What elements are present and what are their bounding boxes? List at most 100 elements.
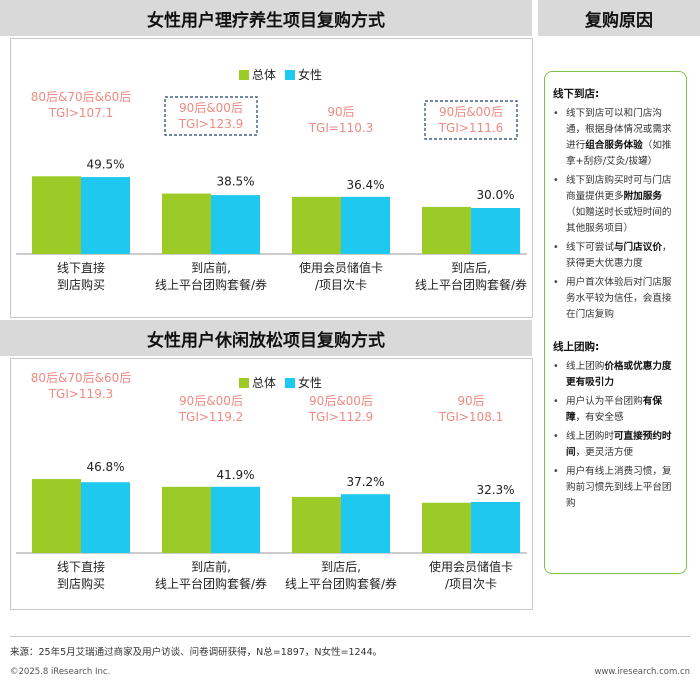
legend-label-total: 总体 <box>252 68 276 82</box>
reason-text: 用户有线上消费习惯，复购前习惯先到线上平台团购 <box>566 466 672 509</box>
category-label-line1: 到店后, <box>321 560 361 574</box>
category-label-line1: 到店前, <box>191 260 231 275</box>
bar-group: 36.4% 90后 TGI=110.3 使用会员储值卡/项目次卡 <box>292 105 390 292</box>
chart1-header: 女性用户理疗养生项目复购方式 <box>0 0 532 36</box>
bar-total <box>32 176 81 254</box>
reason-emphasis: 可直接预约时间 <box>566 431 672 458</box>
legend-label-female: 女性 <box>298 375 322 390</box>
reason-item: 线下到店购买时可与门店商量提供更多附加服务 （如赠送时长或短时间的其他服务项目） <box>553 173 680 237</box>
chart1-title: 女性用户理疗养生项目复购方式 <box>147 10 385 31</box>
bar-female <box>81 177 130 254</box>
tgi-value-label: TGI>108.1 <box>438 410 504 424</box>
value-label: 49.5% <box>86 157 124 171</box>
bar-female <box>471 501 520 553</box>
source-note: 来源：25年5月艾瑞通过商家及用户访谈、问卷调研获得，N总=1897，N女性=1… <box>10 647 383 658</box>
tgi-group-label: 90后&00后 <box>309 394 373 408</box>
reason-emphasis: 价格或优惠力度更有吸引力 <box>566 361 672 388</box>
reason-item: 线下到店可以和门店沟通，根据身体情况或需求进行组合服务体验（如推拿+刮痧/艾灸/… <box>553 106 680 170</box>
copyright: ©2025.8 iResearch Inc. <box>10 667 111 677</box>
category-label-line1: 使用会员储值卡 <box>429 559 513 574</box>
reason-item: 线上团购时可直接预约时间，更灵活方便 <box>553 429 680 461</box>
bar-female <box>341 196 390 254</box>
category-label-line1: 到店前, <box>191 559 231 574</box>
reason-item: 线上团购价格或优惠力度更有吸引力 <box>553 359 680 391</box>
bar-female <box>81 482 130 553</box>
bar-female <box>341 494 390 553</box>
reason-text: 线下到店购买时可与门店商量提供更多 <box>566 175 672 202</box>
tgi-group-label: 80后&70后&60后 <box>31 371 132 385</box>
chart1-svg: 总体女性49.5%80后&70后&60后TGI>107.1线下直接到店购买38.… <box>16 67 527 292</box>
value-label: 30.0% <box>476 188 514 202</box>
reason-item: 用户认为平台团购有保障，有安全感 <box>553 394 680 426</box>
category-label-line2: 线上平台团购套餐/券 <box>285 576 397 591</box>
legend: 总体 女性 <box>239 375 322 390</box>
value-label: 46.8% <box>86 460 124 474</box>
category-label-line1: 线下直接 <box>57 559 105 574</box>
tgi-group-label: 90后 <box>327 105 354 119</box>
online-list: 线上团购价格或优惠力度更有吸引力用户认为平台团购有保障，有安全感线上团购时可直接… <box>553 359 680 512</box>
category-label-line1: 到店后, <box>451 261 491 275</box>
bar-total <box>32 479 81 553</box>
legend-label-female: 女性 <box>298 67 322 82</box>
reason-item: 用户有线上消费习惯，复购前习惯先到线上平台团购 <box>553 464 680 512</box>
value-label: 32.3% <box>476 483 514 497</box>
bar-total <box>422 502 471 553</box>
category-label-line1: 线下直接 <box>57 260 105 275</box>
category-label-line2: 线上平台团购套餐/券 <box>415 277 527 292</box>
category-label-line2: /项目次卡 <box>445 577 497 591</box>
category-label-line2: 到店购买 <box>57 576 105 591</box>
bar-female <box>211 195 260 254</box>
legend-swatch-total <box>239 378 249 388</box>
reason-header: 复购原因 <box>538 0 700 36</box>
bar-female <box>471 207 520 254</box>
reason-item: 线下可尝试与门店议价，获得更大优惠力度 <box>553 240 680 272</box>
reason-text-tail: ，更灵活方便 <box>575 447 634 458</box>
offline-title: 线下到店: <box>553 88 600 100</box>
legend-swatch-female <box>285 378 295 388</box>
category-label-line2: /项目次卡 <box>315 278 367 292</box>
reason-emphasis: 附加服务 <box>623 191 662 202</box>
tgi-value-label: TGI>111.6 <box>438 121 504 135</box>
tgi-group-label: 90后&00后 <box>179 101 243 115</box>
chart2-panel: 总体 女性 46.8% 80后&70后&60后 TGI>119.3 线下直接到店购买 41.… <box>10 358 533 610</box>
value-label: 36.4% <box>346 178 384 192</box>
reason-emphasis: 有保障 <box>566 396 662 423</box>
tgi-group-label: 90后&00后 <box>439 105 503 119</box>
reason-text-tail: （如赠送时长或短时间的其他服务项目） <box>566 207 672 234</box>
reasons-box: 线下到店: 线下到店可以和门店沟通，根据身体情况或需求进行组合服务体验（如推拿+… <box>544 71 687 574</box>
reason-text: 线上团购时 <box>566 431 614 442</box>
reason-text: 用户认为平台团购 <box>566 396 643 407</box>
legend-label-total: 总体 <box>252 376 276 390</box>
tgi-value-label: TGI>119.3 <box>48 387 114 401</box>
reason-text-tail: （如推拿+刮痧/艾灸/拔罐） <box>566 140 672 167</box>
tgi-value-label: TGI>112.9 <box>308 410 374 424</box>
online-title: 线上团购: <box>553 341 600 353</box>
tgi-group-label: 90后&00后 <box>179 394 243 408</box>
bar-female <box>211 486 260 553</box>
reason-text-tail: ，获得更大优惠力度 <box>566 242 672 269</box>
value-label: 38.5% <box>216 175 254 189</box>
bar-total <box>162 193 211 254</box>
value-label: 41.9% <box>216 468 254 482</box>
tgi-highlight-box <box>164 96 258 136</box>
site-url: www.iresearch.com.cn <box>594 667 690 677</box>
bar-total <box>292 196 341 254</box>
reason-emphasis: 组合服务体验 <box>585 140 643 151</box>
tgi-value-label: TGI>123.9 <box>178 117 244 131</box>
category-label-line2: 线上平台团购套餐/券 <box>155 576 267 591</box>
bar-group: 30.0% 90后&00后 TGI>111.6 到店后, 线上平台团购套餐/券 <box>415 100 527 292</box>
legend-swatch-total <box>239 70 249 80</box>
category-label-line1: 使用会员储值卡 <box>299 260 383 275</box>
reason-text: 线下到店可以和门店沟通，根据身体情况或需求进行 <box>566 108 672 151</box>
tgi-value-label: TGI=110.3 <box>308 121 374 135</box>
offline-list: 线下到店可以和门店沟通，根据身体情况或需求进行组合服务体验（如推拿+刮痧/艾灸/… <box>553 106 680 323</box>
tgi-group-label: 80后&70后&60后 <box>31 90 132 104</box>
reason-text-tail: ，有安全感 <box>575 412 624 423</box>
reason-text: 线上团购 <box>566 361 605 372</box>
